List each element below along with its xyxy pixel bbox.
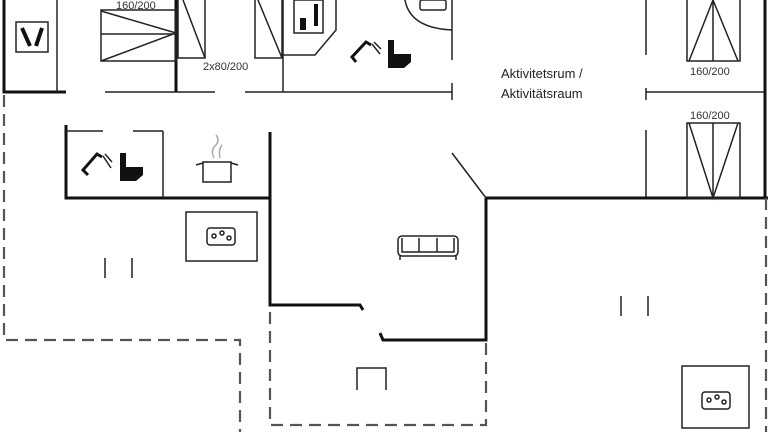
- bed-double-top-left: [100, 9, 179, 62]
- toilet-icon: [388, 40, 411, 68]
- bed-label-right-top: 160/200: [690, 66, 730, 78]
- hot-tub-icon: [404, 0, 453, 31]
- bed-label-top-left: 160/200: [116, 0, 156, 12]
- bed-right-bottom: [686, 122, 741, 201]
- whirlpool-icon-2: [681, 365, 750, 429]
- shower-icon: [350, 40, 382, 63]
- toilet-icon-2: [120, 153, 143, 181]
- fireplace-icon: [15, 21, 49, 53]
- labels: 160/200 2x80/200 160/200 160/200 Aktivit…: [116, 0, 730, 122]
- sauna-icon: [293, 0, 324, 34]
- walls: [2, 0, 768, 390]
- bed-right-top: [686, 0, 741, 62]
- room-label-line2: Aktivitätsraum: [501, 86, 583, 101]
- dashed-outline: [2, 95, 768, 432]
- bed-single-1: [177, 0, 206, 59]
- whirlpool-icon: [185, 211, 258, 262]
- sauna-wall: [283, 0, 337, 56]
- bed-label-right-bottom: 160/200: [690, 110, 730, 122]
- kitchen-pot-icon: [195, 134, 239, 183]
- bed-single-2: [254, 0, 283, 59]
- sofa-icon: [397, 235, 459, 260]
- shower-icon-2: [80, 152, 113, 177]
- room-label-line1: Aktivitetsrum /: [501, 66, 583, 81]
- bed-label-2x80: 2x80/200: [203, 61, 248, 73]
